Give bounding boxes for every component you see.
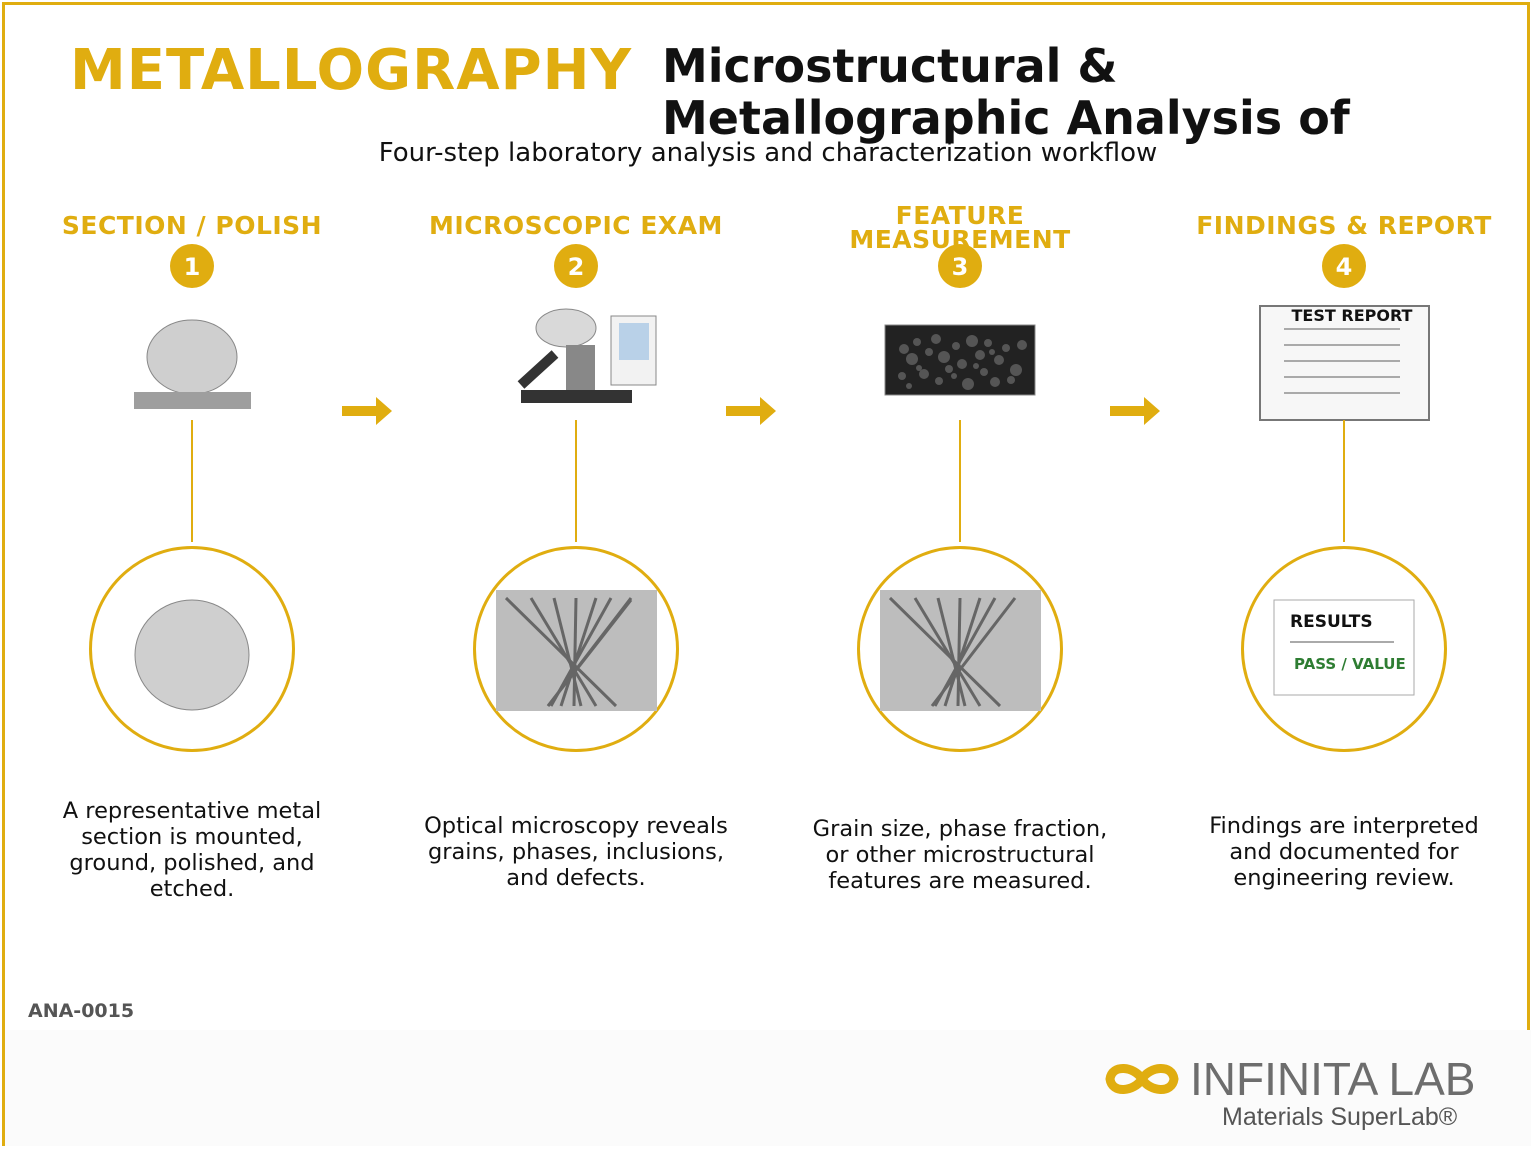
test-report-heading: TEST REPORT: [1291, 306, 1413, 325]
document-code: ANA-0015: [28, 1000, 135, 1022]
step-3-number-badge: 3: [938, 244, 982, 288]
measured-grain-icon: [880, 590, 1041, 711]
step-1-connector-line: [191, 420, 193, 542]
mounted-sample-icon: [134, 319, 251, 409]
polished-sample-icon: [134, 599, 250, 711]
step-1-number-badge: 1: [170, 244, 214, 288]
results-card-icon: [1273, 599, 1415, 696]
step-4-title: FINDINGS & REPORT: [1196, 211, 1492, 240]
step-4-detail-ring: [1241, 546, 1447, 752]
step-3-description: Grain size, phase fraction,or other micr…: [812, 816, 1108, 894]
step-2-title: MICROSCOPIC EXAM: [429, 211, 723, 240]
title-line-2: Metallographic Analysis of: [662, 91, 1350, 145]
step-2-detail-ring: [473, 546, 679, 752]
infinity-logo-icon: [1105, 1064, 1179, 1094]
step-1-title: SECTION / POLISH: [61, 211, 323, 240]
step-1-detail-ring: [89, 546, 295, 752]
microscope-icon: [517, 308, 657, 403]
arrow-right-icon: [1110, 397, 1160, 425]
arrow-right-icon: [342, 397, 392, 425]
step-2-connector-line: [575, 420, 577, 542]
results-heading: RESULTS: [1290, 612, 1373, 632]
results-value: PASS / VALUE: [1294, 655, 1406, 673]
step-2-number-badge: 2: [554, 244, 598, 288]
step-3-connector-line: [959, 420, 961, 542]
step-4-number-badge: 4: [1322, 244, 1366, 288]
title-line-1: Microstructural &: [662, 39, 1118, 93]
logo-wordmark: INFINITA LAB: [1190, 1053, 1476, 1105]
brand-title: METALLOGRAPHY: [70, 38, 633, 103]
page-title: Microstructural & Metallographic Analysi…: [662, 40, 1350, 144]
step-4-connector-line: [1343, 420, 1345, 542]
arrow-right-icon: [726, 397, 776, 425]
micrograph-particles-icon: [884, 324, 1036, 396]
step-3-detail-ring: [857, 546, 1063, 752]
footer-band: [5, 1030, 1531, 1146]
microstructure-grain-icon: [496, 590, 657, 711]
logo-tagline: Materials SuperLab®: [1222, 1103, 1458, 1131]
page-subtitle: Four-step laboratory analysis and charac…: [378, 138, 1158, 168]
